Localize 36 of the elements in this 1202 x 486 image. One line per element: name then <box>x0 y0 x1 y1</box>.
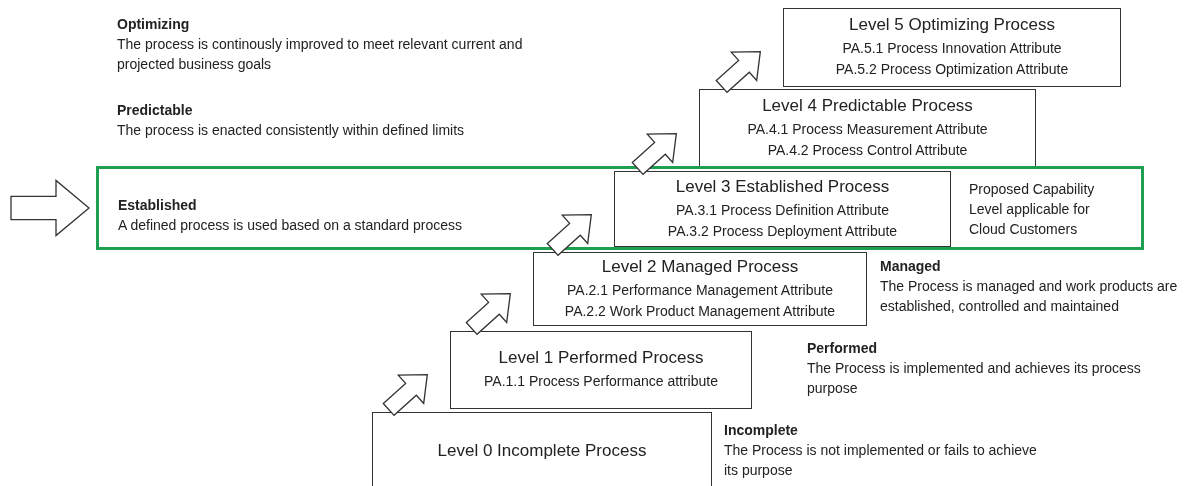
level-title: Level 1 Performed Process <box>498 348 704 368</box>
level-box <box>614 171 951 247</box>
level-heading: Managed <box>880 257 941 276</box>
level-box <box>783 8 1121 87</box>
level-heading: Predictable <box>117 101 193 120</box>
attribute-text: PA.3.1 Process Definition Attribute <box>676 200 889 220</box>
attribute-text: PA.2.2 Work Product Management Attribute <box>564 301 836 321</box>
attribute-text: PA.5.2 Process Optimization Attribute <box>835 60 1069 79</box>
level-title: Level 5 Optimizing Process <box>849 15 1055 35</box>
level-heading: Optimizing <box>117 15 190 34</box>
level-description: The process is continously improved to meet relevant current and projected business goals <box>117 35 524 74</box>
level-heading: Established <box>118 196 197 215</box>
level-box <box>450 331 752 409</box>
level-description: The process is enacted consistently within defined limits <box>117 121 466 140</box>
level-title: Level 2 Managed Process <box>601 256 799 277</box>
level-description: The Process is managed and work products are established, controlled and maintained <box>880 277 1179 316</box>
level-box <box>372 412 712 486</box>
level-heading: Performed <box>807 339 878 358</box>
level-box <box>533 252 867 326</box>
attribute-text: PA.5.1 Process Innovation Attribute <box>842 39 1062 58</box>
attribute-text: PA.2.1 Performance Management Attribute <box>567 280 833 300</box>
level-description: A defined process is used based on a standard process <box>118 216 463 235</box>
level-description: The Process is not implemented or fails to achieve its purpose <box>724 441 1038 480</box>
attribute-text: PA.3.2 Process Deployment Attribute <box>667 221 898 241</box>
highlight-band <box>96 166 1144 250</box>
note-text: Proposed Capability Level applicable for Cloud Customers <box>969 180 1096 239</box>
block-arrow <box>10 179 90 237</box>
level-title: Level 0 Incomplete Process <box>437 440 647 461</box>
level-title: Level 4 Predictable Process <box>762 95 973 116</box>
attribute-text: PA.1.1 Process Performance attribute <box>484 372 718 391</box>
level-title: Level 3 Established Process <box>675 176 890 197</box>
attribute-text: PA.4.1 Process Measurement Attribute <box>747 119 988 139</box>
attribute-text: PA.4.2 Process Control Attribute <box>767 140 968 160</box>
level-heading: Incomplete <box>724 421 798 440</box>
level-box <box>699 89 1036 167</box>
level-description: The Process is implemented and achieves its process purpose <box>807 359 1142 398</box>
